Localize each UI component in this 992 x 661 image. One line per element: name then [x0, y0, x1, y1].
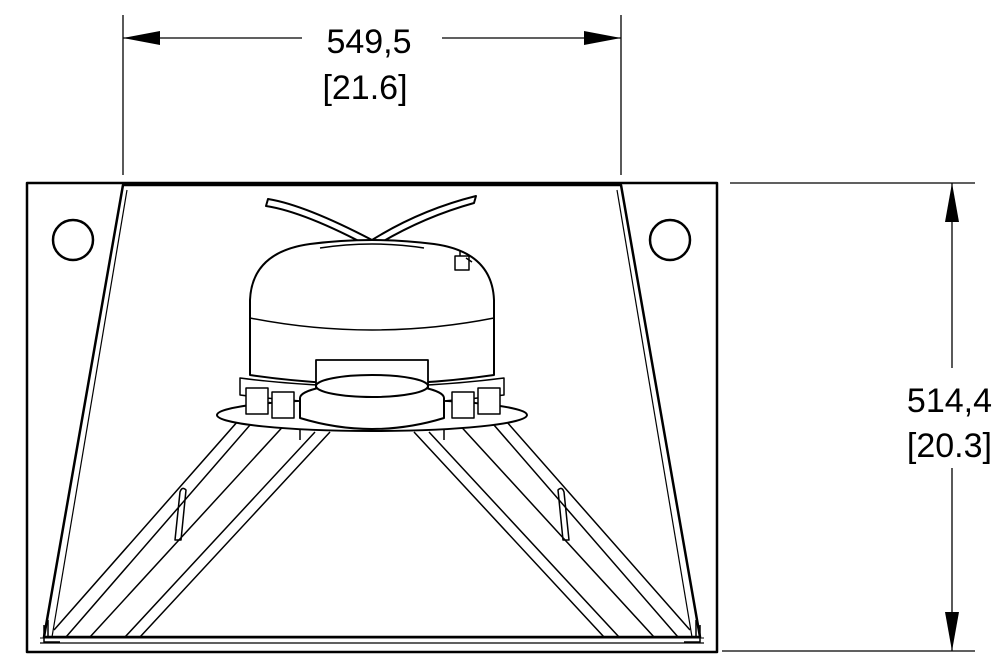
width-arrow-left-icon: [123, 31, 160, 45]
corner-bracket-right: [684, 620, 701, 643]
side-hook-left: [174, 487, 187, 541]
corner-bracket-left: [43, 620, 60, 643]
driver-terminal-leads: [459, 250, 473, 263]
throat-neck: [299, 398, 445, 430]
mounting-frame: [25, 181, 719, 654]
driver-cap: [319, 243, 425, 249]
width-imperial-label: [21.6]: [322, 69, 407, 107]
mounting-hole-left-icon: [51, 218, 95, 262]
mounting-hole-right-icon: [648, 218, 692, 262]
horn-wall-left-inner: [51, 189, 128, 638]
height-arrow-bottom-icon: [945, 612, 959, 651]
width-dimension: [122, 15, 622, 175]
horn-speaker-front-view: [25, 181, 719, 654]
throat-opening: [315, 374, 429, 398]
width-metric-label: 549,5: [326, 23, 411, 61]
height-imperial-label: [20.3]: [907, 427, 992, 465]
height-metric-label: 514,4: [907, 382, 992, 420]
support-struts: [53, 395, 691, 638]
side-hook-right: [557, 487, 570, 541]
driver-body-seam: [249, 317, 495, 331]
top-handle: [265, 195, 477, 249]
horn-wall-right-inner: [616, 189, 693, 638]
height-arrow-top-icon: [945, 183, 959, 222]
driver-terminal: [454, 255, 470, 271]
width-arrow-right-icon: [584, 31, 621, 45]
height-dimension: [722, 182, 975, 652]
